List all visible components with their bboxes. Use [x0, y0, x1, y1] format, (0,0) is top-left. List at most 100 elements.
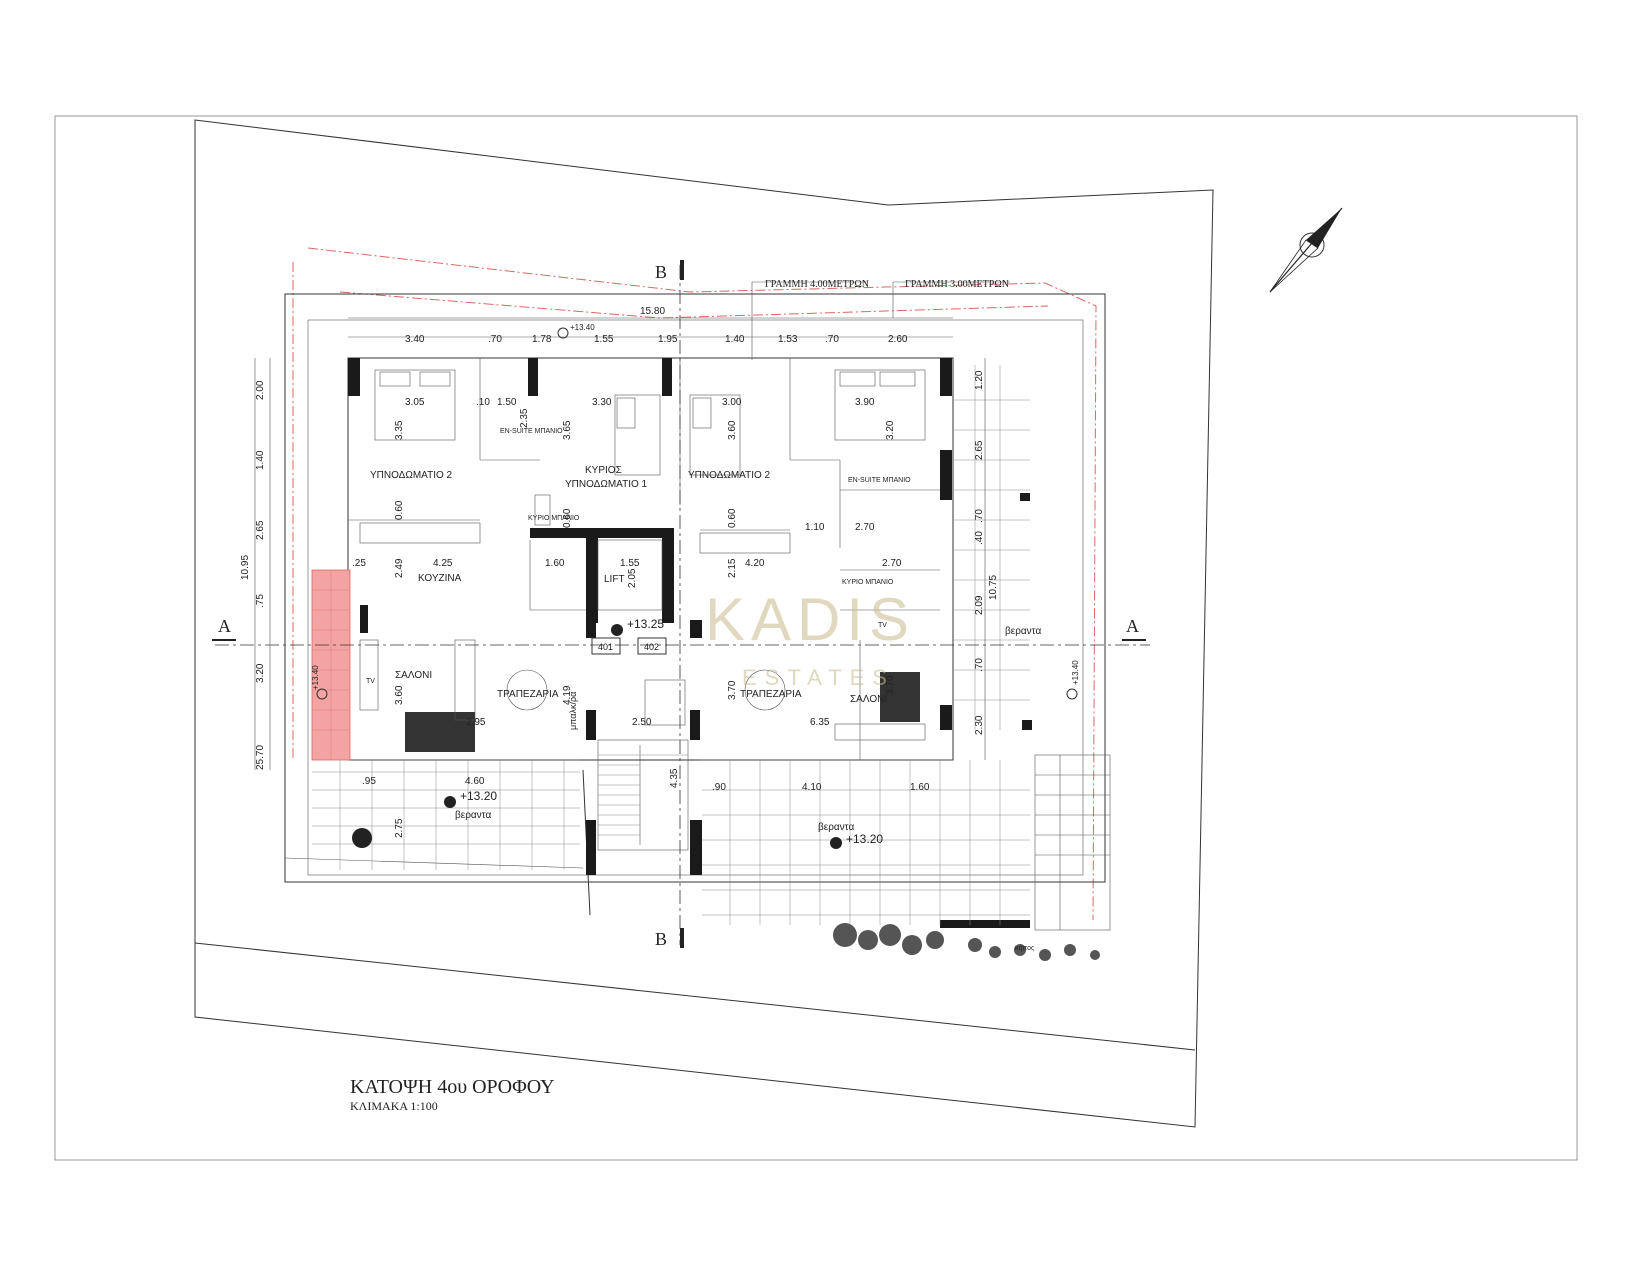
svg-text:3.60: 3.60 — [727, 420, 738, 440]
building-line-3m-label: ΓΡΑΜΜΗ 3.00ΜΕΤΡΩΝ — [905, 279, 1009, 290]
svg-text:.70: .70 — [974, 658, 985, 672]
svg-text:.10: .10 — [476, 397, 490, 408]
section-marker-a-left: A — [212, 616, 236, 641]
svg-text:4.25: 4.25 — [433, 558, 453, 569]
svg-text:B: B — [655, 929, 667, 949]
plot-boundary — [194, 119, 1214, 1128]
dim-top: .70 — [825, 334, 839, 345]
room-label: ΥΠΝΟΔΩΜΑΤΙΟ 2 — [370, 470, 453, 481]
east-strips — [1034, 754, 1111, 931]
drawing-title: ΚΑΤΟΨΗ 4ου ΟΡΟΦΟΥ — [350, 1076, 555, 1098]
level-label: +13.25 — [627, 617, 664, 631]
svg-text:4.10: 4.10 — [802, 782, 822, 793]
svg-text:1.20: 1.20 — [974, 370, 985, 390]
dim-overall-height: 10.95 — [240, 555, 251, 580]
flat-number: 402 — [644, 642, 659, 652]
drawing-scale: ΚΛΙΜΑΚΑ 1:100 — [350, 1099, 438, 1113]
room-label: ΚΥΡΙΟ ΜΠΑΝΙΟ — [528, 515, 580, 522]
room-label: μπαλκ/ρα — [568, 692, 578, 730]
inner-dimensions: 3.05 1.50 3.30 3.00 3.90 3.35 3.65 3.60 … — [352, 370, 999, 838]
dim-top: 3.40 — [405, 334, 425, 345]
slab-outline — [284, 293, 1106, 883]
svg-text:4.20: 4.20 — [745, 558, 765, 569]
svg-text:4.19: 4.19 — [562, 685, 573, 705]
svg-text:2.95: 2.95 — [466, 717, 486, 728]
svg-text:.90: .90 — [712, 782, 726, 793]
section-marker-a-right: A — [1122, 616, 1146, 641]
svg-text:10.75: 10.75 — [988, 575, 999, 600]
red-hatch-strip — [311, 569, 351, 761]
dim-left: 1.40 — [255, 450, 266, 470]
sheet-border — [54, 115, 1578, 1161]
room-label: βεραντα — [1005, 626, 1041, 637]
svg-text:2.75: 2.75 — [394, 818, 405, 838]
building-line-4m-label: ΓΡΑΜΜΗ 4.00ΜΕΤΡΩΝ — [765, 279, 869, 290]
svg-text:2.70: 2.70 — [855, 522, 875, 533]
room-label: TV — [366, 678, 375, 685]
room-label: κήπος — [1015, 945, 1035, 952]
watermark-brand: KADIS — [705, 586, 915, 653]
section-marker-b-bottom: B — [655, 928, 684, 949]
planting — [833, 923, 1100, 961]
room-label: ΚΥΡΙΟΣ — [585, 465, 622, 476]
svg-text:4.60: 4.60 — [465, 776, 485, 787]
svg-text:2.09: 2.09 — [974, 595, 985, 615]
room-label: ΣΑΛΟΝΙ — [395, 670, 432, 681]
room-label: EN-SUITE ΜΠΑΝΙΟ — [848, 477, 911, 484]
veranda-tiles-left — [312, 760, 580, 870]
furniture-living — [352, 639, 926, 848]
dim-top: 1.95 — [658, 334, 678, 345]
svg-text:3.90: 3.90 — [855, 397, 875, 408]
svg-text:A: A — [218, 616, 231, 636]
svg-text:1.55: 1.55 — [620, 558, 640, 569]
dim-left: .75 — [255, 594, 266, 608]
stairwell — [597, 739, 689, 851]
svg-text:3.70: 3.70 — [727, 680, 738, 700]
dim-overall-width: 15.80 — [640, 306, 665, 317]
svg-text:2.50: 2.50 — [632, 717, 652, 728]
svg-text:2.35: 2.35 — [519, 408, 530, 428]
svg-text:1.50: 1.50 — [497, 397, 517, 408]
svg-text:1.60: 1.60 — [545, 558, 565, 569]
svg-text:3.20: 3.20 — [885, 420, 896, 440]
dim-top: 1.40 — [725, 334, 745, 345]
north-arrow-icon — [1269, 207, 1343, 293]
room-label: ΚΥΡΙΟ ΜΠΑΝΙΟ — [842, 579, 894, 586]
dim-top: 1.78 — [532, 334, 552, 345]
building-outline — [347, 357, 954, 761]
partitions — [348, 358, 953, 761]
svg-text:2.30: 2.30 — [974, 715, 985, 735]
svg-text:0.60: 0.60 — [394, 500, 405, 520]
room-label: LIFT — [604, 574, 625, 585]
level-label: +13.20 — [460, 789, 497, 803]
room-label: βεραντα — [818, 822, 854, 833]
flat-number-boxes — [591, 637, 667, 655]
lift-shaft — [597, 539, 663, 611]
dim-top: .70 — [488, 334, 502, 345]
svg-text:2.49: 2.49 — [394, 558, 405, 578]
room-label: ΥΠΝΟΔΩΜΑΤΙΟ 2 — [688, 470, 771, 481]
svg-text:6.35: 6.35 — [810, 717, 830, 728]
watermark-sub: ESTATES — [742, 665, 895, 690]
svg-text:0.60: 0.60 — [727, 508, 738, 528]
street-line — [194, 942, 1196, 1051]
room-label: βεραντα — [455, 810, 491, 821]
room-label: TV — [878, 622, 887, 629]
dim-top: 1.55 — [594, 334, 614, 345]
level-label: +13.40 — [1071, 660, 1080, 685]
dim-left: 25.70 — [255, 745, 266, 770]
svg-text:2.15: 2.15 — [727, 558, 738, 578]
svg-text:0.60: 0.60 — [562, 508, 573, 528]
svg-text:2.65: 2.65 — [974, 440, 985, 460]
svg-text:3.70: 3.70 — [885, 675, 896, 695]
level-markers — [316, 327, 1078, 849]
room-label: EN-SUITE ΜΠΑΝΙΟ — [500, 428, 563, 435]
svg-text:B: B — [655, 262, 667, 282]
dim-left: 3.20 — [255, 663, 266, 683]
dim-top: 2.60 — [888, 334, 908, 345]
svg-text:3.00: 3.00 — [722, 397, 742, 408]
svg-text:1.60: 1.60 — [910, 782, 930, 793]
flat-number: 401 — [598, 642, 613, 652]
svg-text:3.30: 3.30 — [592, 397, 612, 408]
veranda-tiles-right — [702, 760, 1030, 925]
